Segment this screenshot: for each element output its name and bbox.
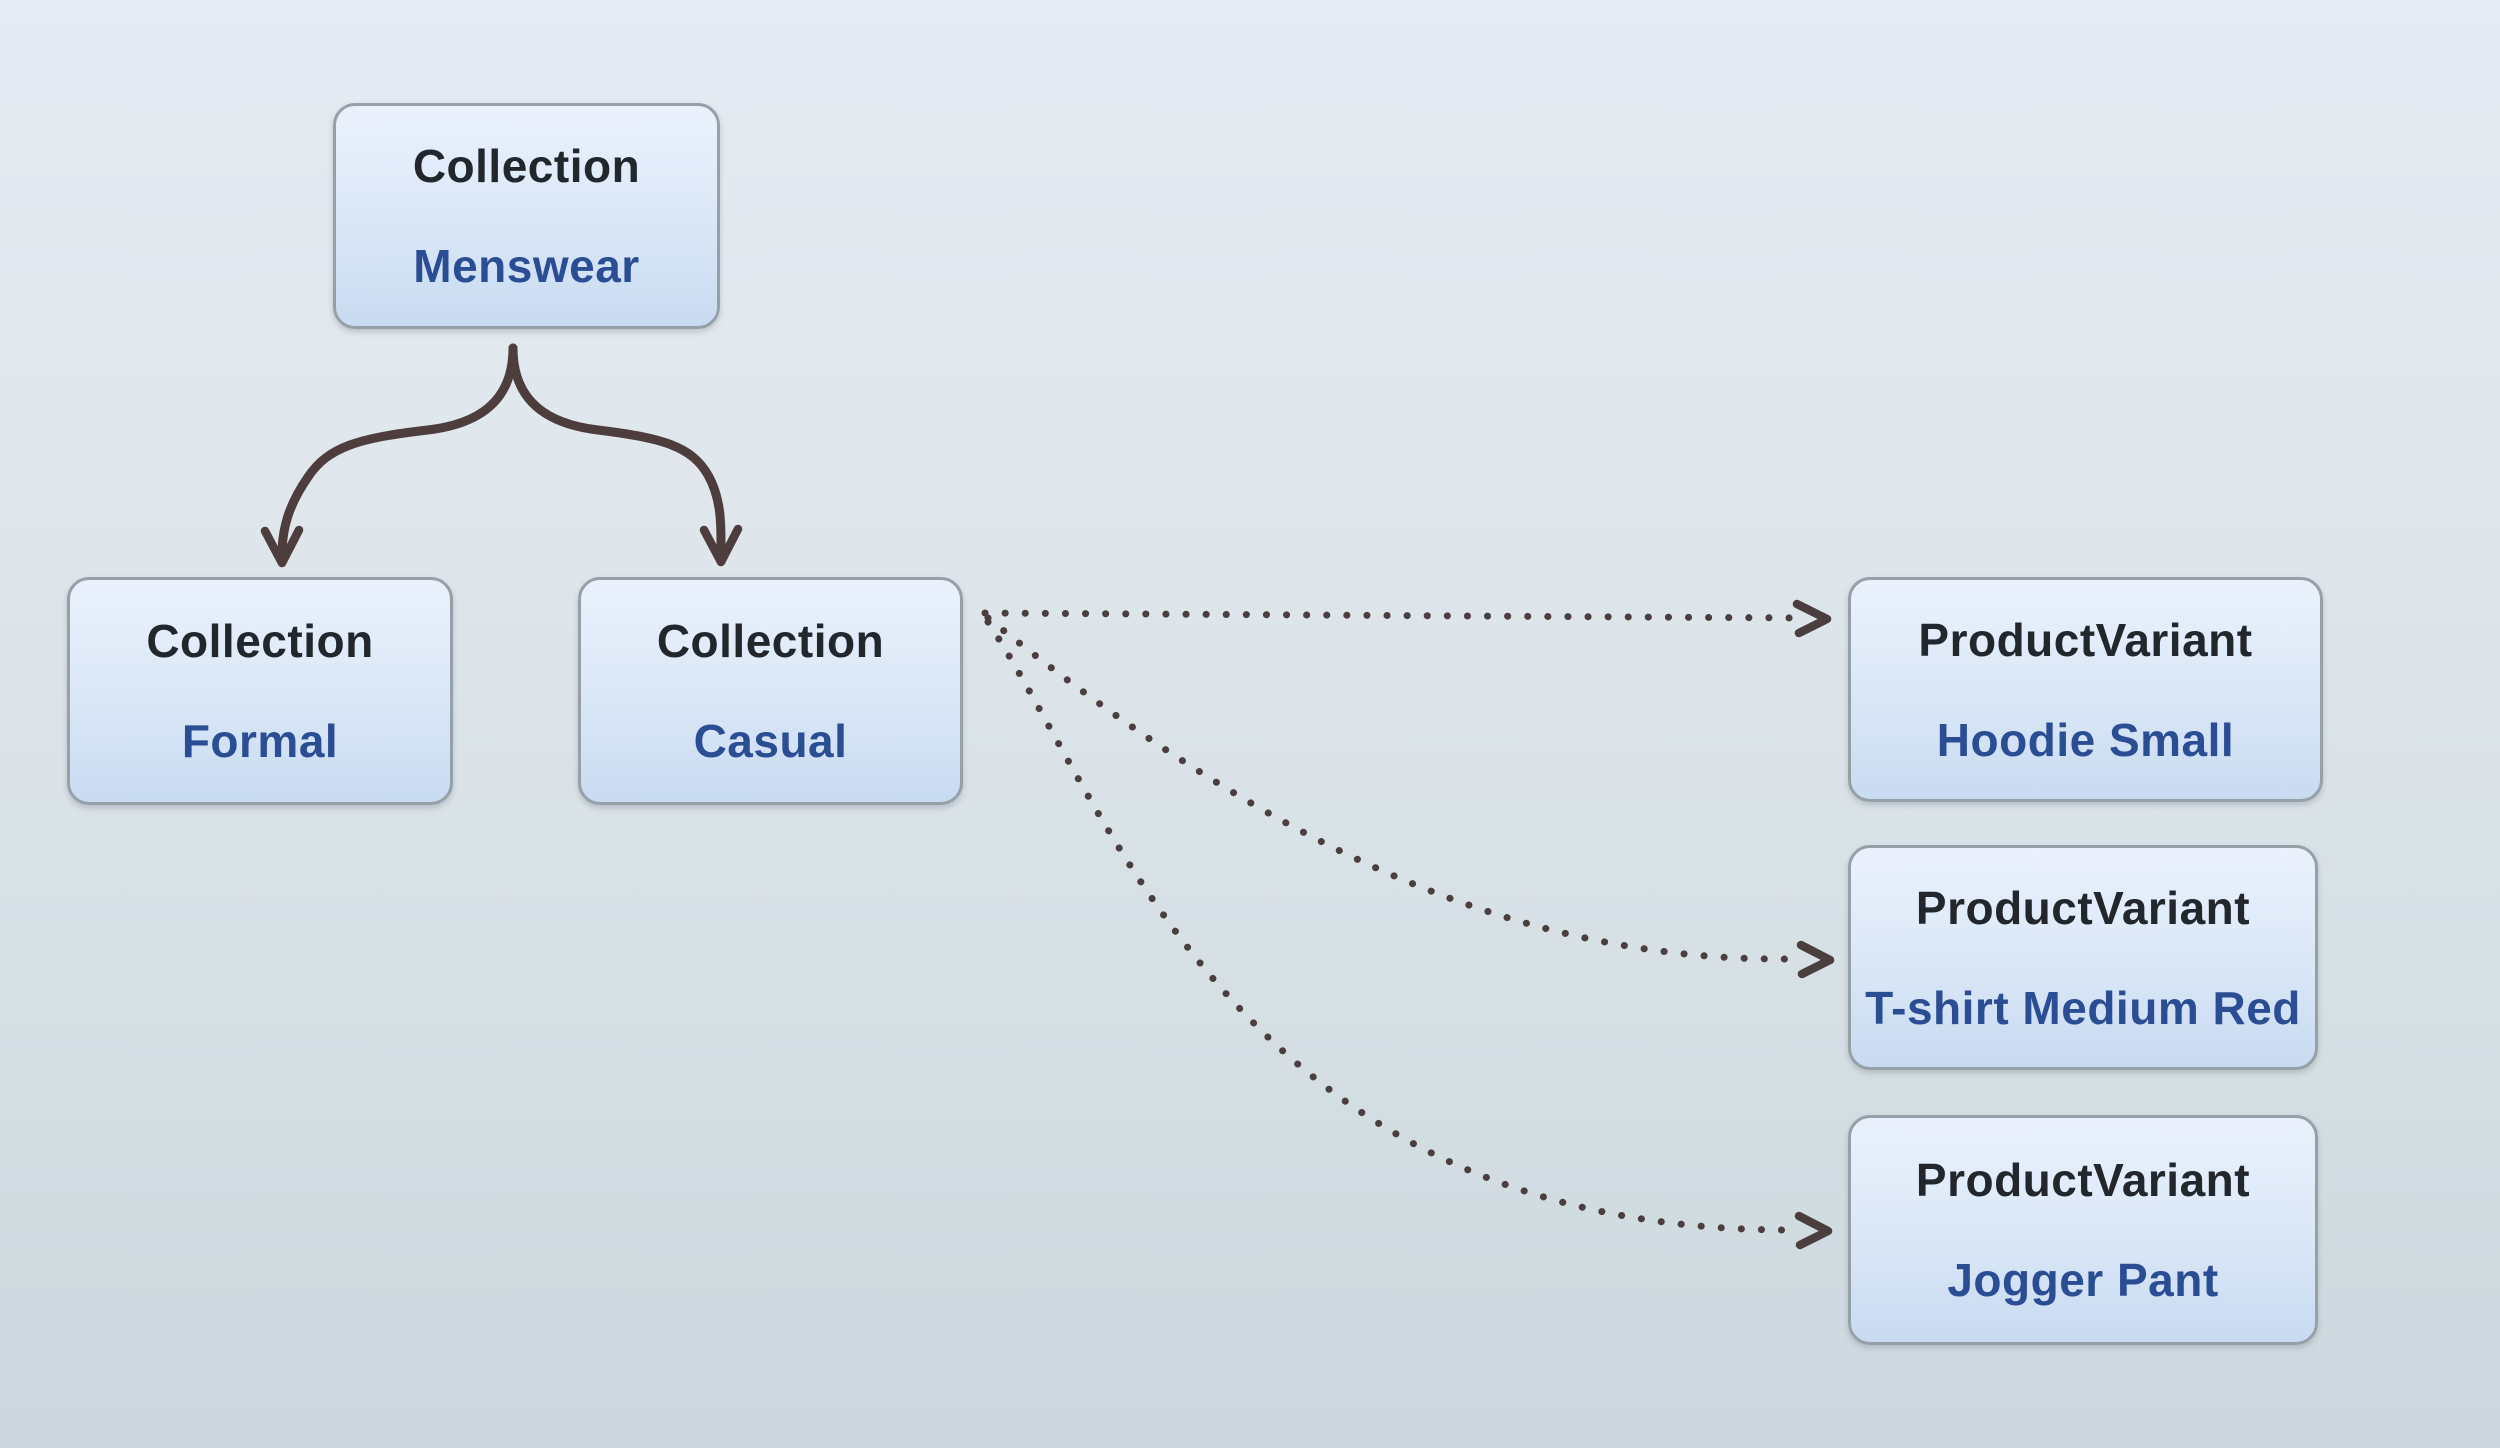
node-name-label: Casual xyxy=(693,715,848,767)
node-type-label: Collection xyxy=(146,615,374,667)
node-type-label: ProductVariant xyxy=(1915,1154,2251,1206)
node-name-label: Jogger Pant xyxy=(1947,1254,2219,1306)
node-name-label: Menswear xyxy=(413,240,640,292)
node-name-label: Formal xyxy=(181,715,339,767)
edge-menswear-formal xyxy=(260,343,518,568)
node-type-label: ProductVariant xyxy=(1915,881,2251,934)
node-name-label: T-shirt Medium Red xyxy=(1865,981,2301,1034)
arrowhead-hoodie xyxy=(1792,599,1832,638)
arrowhead-formal xyxy=(260,525,304,568)
node-type-label: Collection xyxy=(412,140,641,192)
node-collection-menswear: Collection Menswear xyxy=(333,103,720,329)
arrowhead-casual xyxy=(699,524,743,567)
edge-casual-jogger xyxy=(984,618,1833,1250)
node-productvariant-tshirt-medium-red: ProductVariant T-shirt Medium Red xyxy=(1848,845,2318,1070)
edge-casual-tshirt xyxy=(984,614,1835,979)
node-collection-formal: Collection Formal xyxy=(67,577,453,805)
node-type-label: Collection xyxy=(656,615,885,667)
node-productvariant-hoodie-small: ProductVariant Hoodie Small xyxy=(1848,577,2323,802)
node-collection-casual: Collection Casual xyxy=(578,577,963,805)
edge-menswear-casual xyxy=(508,343,743,567)
node-productvariant-jogger-pant: ProductVariant Jogger Pant xyxy=(1848,1115,2318,1345)
node-type-label: ProductVariant xyxy=(1918,613,2253,666)
node-name-label: Hoodie Small xyxy=(1936,713,2235,766)
edge-casual-hoodie xyxy=(981,599,1832,638)
arrowhead-jogger xyxy=(1794,1211,1833,1250)
arrowhead-tshirt xyxy=(1796,940,1835,979)
